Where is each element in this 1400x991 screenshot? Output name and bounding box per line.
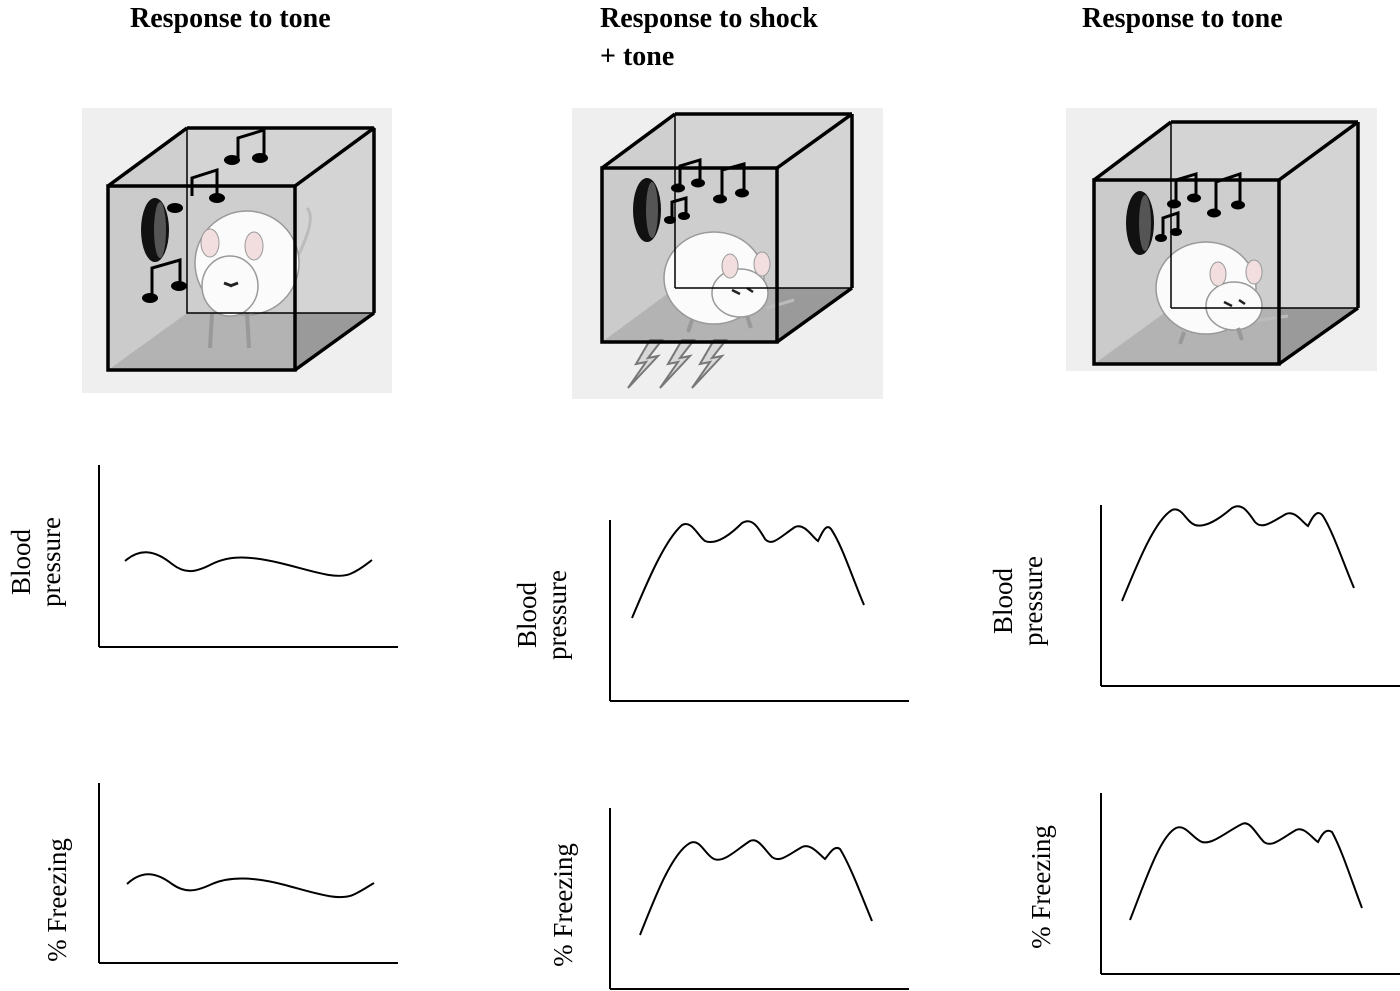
panel-2-freezing-ylabel: % Freezing xyxy=(548,825,578,985)
ylabel-line-1: % Freezing xyxy=(548,843,578,967)
response-curve xyxy=(124,551,373,577)
ylabel-line-2: pressure xyxy=(542,570,572,660)
panel-3-freezing-ylabel: % Freezing xyxy=(1026,812,1056,962)
music-note-icon xyxy=(1155,171,1245,242)
response-curve xyxy=(631,520,865,619)
panel-2-blood-pressure-plot xyxy=(500,515,912,705)
response-curve xyxy=(639,839,873,936)
ylabel-line-1: % Freezing xyxy=(42,838,72,962)
panel-2-freezing-plot xyxy=(500,805,912,991)
ylabel-line-1: Blood xyxy=(988,568,1018,635)
panel-2-bp-ylabel: Blood pressure xyxy=(512,560,572,670)
panel-3-title: Response to tone xyxy=(1082,0,1283,38)
response-curve xyxy=(126,873,375,899)
panel-3-blood-pressure-plot xyxy=(990,500,1400,690)
panel-3-cage-illustration xyxy=(1066,108,1377,371)
speaker-icon xyxy=(141,198,169,262)
ylabel-line-1: % Freezing xyxy=(1026,825,1056,949)
ylabel-line-2: pressure xyxy=(1018,556,1048,646)
response-curve xyxy=(1129,822,1363,921)
panel-2-title: Response to shock + tone xyxy=(600,0,818,76)
rat-illustration xyxy=(663,231,795,333)
ylabel-line-2: pressure xyxy=(36,517,66,607)
panel-3-freezing-plot xyxy=(990,790,1400,980)
music-note-icon xyxy=(142,127,268,303)
panel-1-freezing-plot xyxy=(0,780,400,970)
panel-1-title: Response to tone xyxy=(130,0,331,38)
panel-1-freezing-ylabel: % Freezing xyxy=(42,825,72,975)
panel-2-title-line-2: + tone xyxy=(600,41,675,72)
ylabel-line-1: Blood xyxy=(512,582,542,649)
panel-3-title-line-1: Response to tone xyxy=(1082,3,1283,34)
panel-1-title-line-1: Response to tone xyxy=(130,3,331,34)
ylabel-line-1: Blood xyxy=(6,529,36,596)
panel-3-bp-ylabel: Blood pressure xyxy=(988,546,1048,656)
speaker-icon xyxy=(633,178,661,242)
panel-2-cage-illustration xyxy=(572,108,883,399)
rat-illustration xyxy=(1155,241,1289,345)
speaker-icon xyxy=(1126,191,1154,255)
rat-illustration xyxy=(194,206,312,349)
panel-1-cage-illustration xyxy=(82,108,392,393)
panel-1-bp-ylabel: Blood pressure xyxy=(6,507,66,617)
panel-2-title-line-1: Response to shock xyxy=(600,3,818,34)
panel-1-blood-pressure-plot xyxy=(0,460,400,650)
response-curve xyxy=(1121,505,1355,602)
